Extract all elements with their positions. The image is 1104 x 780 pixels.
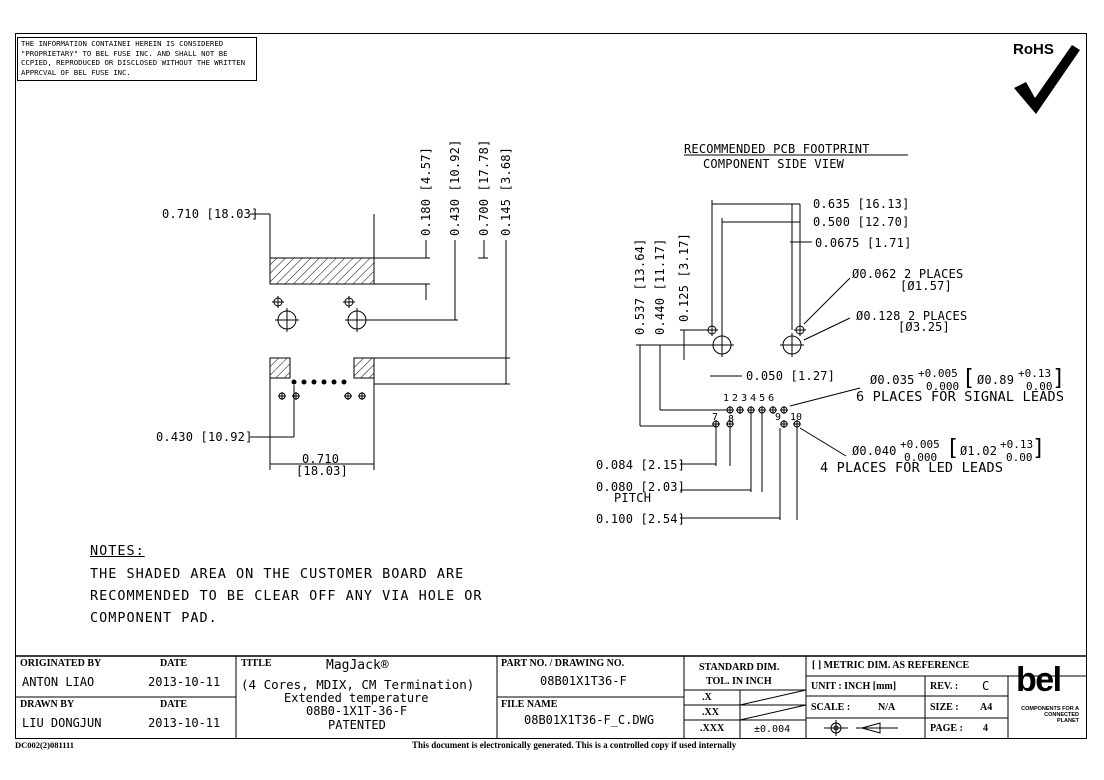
title-label: TITLE (241, 658, 272, 669)
hole1-note-metric: [Ø1.57] (900, 279, 952, 293)
dim-p2: 0.080 [2.03] (596, 480, 686, 494)
dim-d2: 0.500 [12.70] (813, 215, 910, 229)
dim-bottom-width-metric: [18.03] (296, 464, 348, 478)
tol-xxx-label: .XXX (700, 723, 725, 734)
pin-numbers-top: 123456 (723, 393, 778, 404)
hole2-note: Ø0.128 2 PLACES (856, 309, 968, 323)
led-lead-row (712, 420, 801, 428)
led-metric-up: +0.13 (1000, 438, 1034, 451)
tol-xxx-value: ±0.004 (754, 724, 791, 735)
pitch-label: PITCH (614, 491, 652, 505)
signal-lead-row (726, 406, 788, 414)
doc-code: DC002(2)081111 (15, 740, 75, 750)
notes-line-2: RECOMMENDED TO BE CLEAR OFF ANY VIA HOLE… (90, 588, 483, 604)
led-lead-desc: 4 PLACES FOR LED LEADS (820, 460, 1004, 476)
dim-p3: 0.100 [2.54] (596, 512, 686, 526)
unit-label: UNIT : INCH [mm] (811, 681, 897, 692)
led-tol-down: 0.000 (904, 451, 938, 464)
rev-value: C (982, 679, 990, 693)
drawn-by: LIU DONGJUN (22, 716, 102, 730)
part-no-label: PART NO. / DRAWING NO. (501, 658, 625, 669)
pin-number-9: 9 (775, 412, 782, 423)
dim-p1: 0.084 [2.15] (596, 458, 686, 472)
led-metric-down: 0.00 (1006, 451, 1033, 464)
page-value: 4 (983, 723, 988, 734)
title-line-1: MagJack® (326, 658, 389, 673)
notes-line-1: THE SHADED AREA ON THE CUSTOMER BOARD AR… (90, 566, 465, 582)
dim-h1: 0.180 [4.57] (419, 146, 433, 236)
dim-v3: 0.125 [3.17] (677, 232, 691, 322)
file-name-label: FILE NAME (501, 699, 558, 710)
dim-h3: 0.700 [17.78] (477, 139, 491, 236)
dim-top-width: 0.710 [18.03] (162, 207, 259, 221)
pin-number-7: 7 (712, 412, 719, 423)
signal-lead-desc: 6 PLACES FOR SIGNAL LEADS (856, 389, 1065, 405)
scale-value: N/A (878, 702, 896, 713)
file-name: 08B01X1T36-F_C.DWG (524, 713, 655, 727)
left-pin-row (278, 392, 366, 400)
signal-metric-up: +0.13 (1018, 367, 1052, 380)
title-line-2: (4 Cores, MDIX, CM Termination) (241, 677, 475, 692)
tol-x-label: .X (702, 692, 712, 703)
signal-tol-down: 0.000 (926, 380, 960, 393)
rev-label: REV. : (930, 681, 959, 692)
metric-reference: [ ] METRIC DIM. AS REFERENCE (812, 660, 970, 671)
drawing-sheet (15, 33, 1087, 739)
drawn-by-label: DRAWN BY (20, 699, 75, 710)
top-shaded-area (269, 257, 375, 285)
tol-xx-label: .XX (702, 707, 719, 718)
notes-line-3: COMPONENT PAD. (90, 610, 218, 626)
originated-by-label: ORIGINATED BY (20, 658, 102, 669)
rohs-label: RoHS (1013, 41, 1054, 58)
originated-date: 2013-10-11 (148, 675, 221, 689)
proprietary-notice: THE INFORMATION CONTAINEI HEREIN IS CONS… (17, 37, 257, 81)
pin-number-10: 10 (790, 412, 803, 423)
scale-label: SCALE : (811, 702, 851, 713)
led-lead-dia: Ø0.040 (852, 444, 897, 458)
title-line-3: Extended temperature (284, 691, 429, 705)
dim-bottom-left: 0.430 [10.92] (156, 430, 253, 444)
hole1-note: Ø0.062 2 PLACES (852, 267, 964, 281)
notes-heading: NOTES: (90, 543, 145, 559)
originated-by: ANTON LIAO (22, 675, 95, 689)
dim-d1: 0.635 [16.13] (813, 197, 910, 211)
dim-h4: 0.145 [3.68] (499, 146, 513, 236)
dim-v1: 0.537 [13.64] (633, 238, 647, 335)
bel-tagline: COMPONENTS FOR A CONNECTED PLANET (1021, 706, 1079, 724)
footprint-title: RECOMMENDED PCB FOOTPRINT (684, 142, 870, 156)
pin-number-8: 8 (728, 414, 735, 425)
dim-v2: 0.440 [11.17] (653, 238, 667, 335)
originated-date-label: DATE (160, 658, 188, 669)
dim-bottom-width: 0.710 (302, 452, 340, 466)
footprint-subtitle: COMPONENT SIDE VIEW (703, 157, 845, 171)
dim-d3: 0.0675 [1.71] (815, 236, 912, 250)
signal-metric-dia: Ø0.89 (977, 373, 1015, 387)
dim-h2: 0.430 [10.92] (448, 139, 462, 236)
part-no: 08B01X1T36-F (540, 674, 627, 688)
drawn-date: 2013-10-11 (148, 716, 221, 730)
signal-metric-down: 0.00 (1026, 380, 1053, 393)
size-value: A4 (980, 702, 993, 713)
bel-logo: bel (1016, 661, 1062, 699)
size-label: SIZE : (930, 702, 959, 713)
title-line-5: PATENTED (328, 718, 386, 732)
tol-inch-label: TOL. IN INCH (706, 676, 772, 687)
hole2-note-metric: [Ø3.25] (898, 320, 950, 334)
page-label: PAGE : (930, 723, 963, 734)
title-line-4: 08B0-1X1T-36-F (306, 704, 408, 718)
dim-offset: 0.050 [1.27] (746, 369, 836, 383)
signal-tol-up: +0.005 (918, 367, 958, 380)
footer-statement: This document is electronically generate… (412, 740, 737, 750)
signal-lead-dia: Ø0.035 (870, 373, 915, 387)
led-metric-dia: Ø1.02 (960, 444, 998, 458)
std-dim-label: STANDARD DIM. (699, 662, 780, 673)
drawn-date-label: DATE (160, 699, 188, 710)
led-tol-up: +0.005 (900, 438, 940, 451)
check-mark-icon (1014, 45, 1080, 114)
